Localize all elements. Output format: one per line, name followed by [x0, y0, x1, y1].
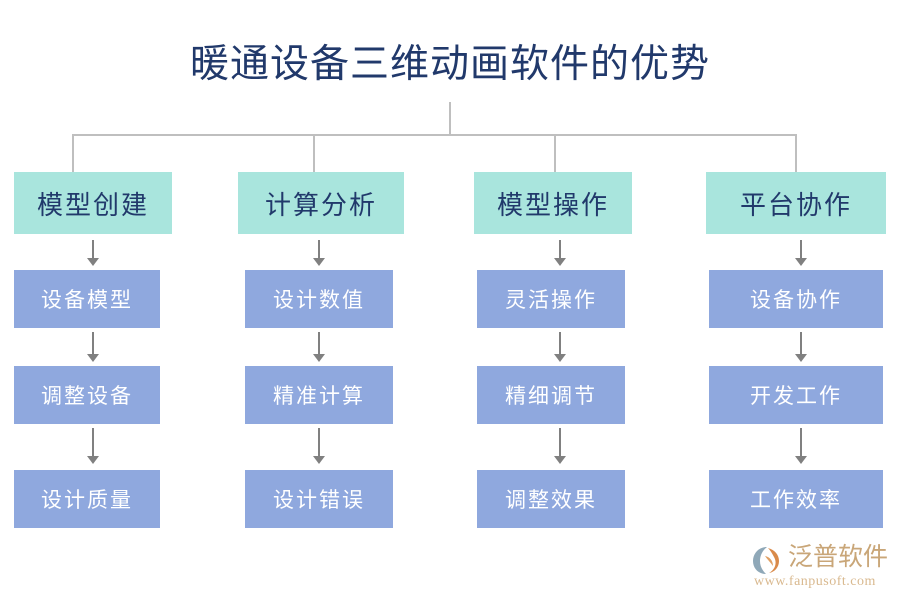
column-1-item-1[interactable]: 设备模型 [14, 270, 160, 328]
arrow-head [313, 456, 325, 464]
logo-website-url: www.fanpusoft.com [754, 574, 876, 589]
arrow-shaft [318, 428, 320, 456]
column-2-item-1[interactable]: 设计数值 [245, 270, 393, 328]
arrow-shaft [92, 240, 94, 258]
arrow-shaft [800, 240, 802, 258]
brand-logo[interactable]: 泛普软件 www.fanpusoft.com [752, 543, 892, 595]
connector-drop-3 [554, 134, 556, 172]
column-2-item-3[interactable]: 设计错误 [245, 470, 393, 528]
arrow-col4-2 [795, 332, 807, 362]
arrow-head [313, 354, 325, 362]
arrow-head [795, 258, 807, 266]
arrow-col1-2 [87, 332, 99, 362]
column-4-header[interactable]: 平台协作 [706, 172, 886, 234]
column-1-header[interactable]: 模型创建 [14, 172, 172, 234]
fanpu-logo-icon [753, 547, 779, 574]
arrow-head [87, 354, 99, 362]
connector-horizontal-bar [72, 134, 796, 136]
column-2-header[interactable]: 计算分析 [238, 172, 404, 234]
arrow-head [87, 456, 99, 464]
arrow-shaft [559, 428, 561, 456]
arrow-col3-2 [554, 332, 566, 362]
connector-drop-4 [795, 134, 797, 172]
arrow-shaft [318, 332, 320, 354]
arrow-head [313, 258, 325, 266]
column-3-item-1[interactable]: 灵活操作 [477, 270, 625, 328]
connector-drop-1 [72, 134, 74, 172]
connector-stem [449, 102, 451, 136]
arrow-head [554, 258, 566, 266]
arrow-col2-1 [313, 240, 325, 266]
arrow-shaft [92, 332, 94, 354]
connector-drop-2 [313, 134, 315, 172]
arrow-col4-3 [795, 428, 807, 464]
column-4-item-3[interactable]: 工作效率 [709, 470, 883, 528]
arrow-shaft [92, 428, 94, 456]
arrow-head [554, 456, 566, 464]
arrow-col4-1 [795, 240, 807, 266]
arrow-shaft [559, 240, 561, 258]
arrow-shaft [800, 332, 802, 354]
page-title: 暖通设备三维动画软件的优势 [189, 43, 710, 86]
column-4-item-2[interactable]: 开发工作 [709, 366, 883, 424]
arrow-col2-3 [313, 428, 325, 464]
logo-company-name: 泛普软件 [788, 544, 889, 571]
arrow-shaft [559, 332, 561, 354]
arrow-col2-2 [313, 332, 325, 362]
arrow-col3-1 [554, 240, 566, 266]
column-2-item-2[interactable]: 精准计算 [245, 366, 393, 424]
arrow-shaft [800, 428, 802, 456]
arrow-col1-1 [87, 240, 99, 266]
arrow-head [795, 456, 807, 464]
arrow-col1-3 [87, 428, 99, 464]
column-4-item-1[interactable]: 设备协作 [709, 270, 883, 328]
column-3-item-2[interactable]: 精细调节 [477, 366, 625, 424]
column-3-header[interactable]: 模型操作 [474, 172, 632, 234]
arrow-col3-3 [554, 428, 566, 464]
column-3-item-3[interactable]: 调整效果 [477, 470, 625, 528]
arrow-head [87, 258, 99, 266]
arrow-shaft [318, 240, 320, 258]
column-1-item-2[interactable]: 调整设备 [14, 366, 160, 424]
arrow-head [795, 354, 807, 362]
column-1-item-3[interactable]: 设计质量 [14, 470, 160, 528]
arrow-head [554, 354, 566, 362]
